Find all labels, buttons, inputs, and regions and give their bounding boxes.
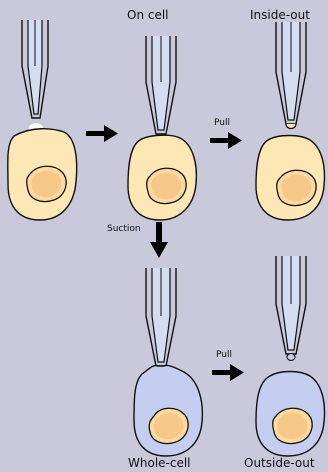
stage-inside-out — [256, 22, 324, 220]
pipette-on-cell — [146, 36, 176, 134]
pipette-outside-out — [276, 256, 306, 361]
cell-on-cell — [128, 135, 196, 220]
arrow-pull-outside-out — [212, 364, 244, 381]
label-on-cell: On cell — [127, 8, 169, 22]
label-suction: Suction — [107, 224, 141, 234]
cell-inside-out — [256, 136, 324, 221]
label-pull-top: Pull — [214, 118, 230, 128]
pipette-approach — [22, 20, 48, 133]
arrow-suction — [150, 222, 168, 258]
cell-approach — [8, 129, 77, 220]
label-outside-out: Outside-out — [244, 456, 315, 470]
cell-outside-out — [256, 372, 324, 457]
stage-outside-out — [256, 256, 324, 456]
pipette-whole-cell — [146, 268, 176, 366]
stage-whole-cell — [134, 268, 202, 456]
cell-whole-cell — [134, 365, 202, 456]
label-inside-out: Inside-out — [250, 8, 310, 22]
label-pull-bottom: Pull — [216, 350, 232, 360]
label-whole-cell: Whole-cell — [128, 456, 191, 470]
stage-approach — [8, 20, 77, 220]
arrow-pull-inside-out — [210, 132, 242, 149]
pipette-inside-out — [276, 22, 306, 129]
stage-on-cell — [128, 36, 196, 220]
arrow-approach-to-oncell — [86, 125, 118, 142]
